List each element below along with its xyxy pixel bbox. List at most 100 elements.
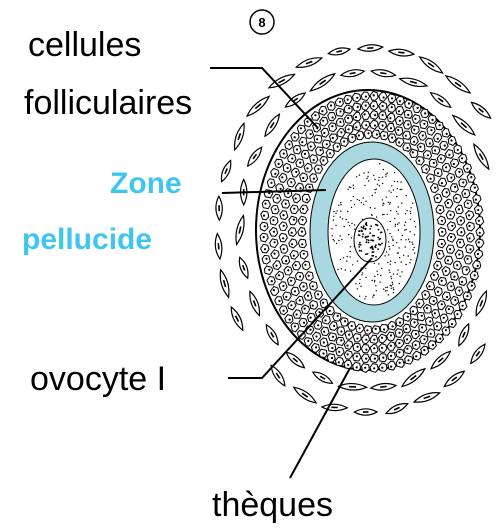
follicular-cell-nucleus — [271, 280, 273, 282]
follicular-cell-nucleus — [344, 320, 346, 322]
follicular-cell-nucleus — [444, 145, 446, 147]
follicular-cell-nucleus — [475, 199, 477, 201]
follicular-cell-nucleus — [283, 225, 285, 227]
follicular-cell-nucleus — [291, 232, 293, 234]
cytoplasm-granule — [374, 189, 375, 190]
follicular-cell-nucleus — [421, 315, 423, 317]
follicular-cell-nucleus — [331, 347, 333, 349]
nucleus-chromatin — [370, 247, 372, 249]
follicular-cell-nucleus — [424, 294, 426, 296]
follicular-cell-nucleus — [306, 121, 308, 123]
follicular-cell-nucleus — [290, 304, 292, 306]
cytoplasm-granule — [381, 268, 382, 269]
follicular-cell-nucleus — [332, 336, 334, 338]
cytoplasm-granule — [374, 263, 375, 264]
follicular-cell — [301, 305, 309, 314]
follicular-cell-nucleus — [294, 325, 296, 327]
follicular-cell-nucleus — [449, 248, 451, 250]
follicular-cell-nucleus — [466, 168, 468, 170]
cytoplasm-granule — [345, 219, 346, 220]
cytoplasm-granule — [383, 214, 384, 215]
figure-number: 8 — [258, 15, 265, 30]
follicular-cell-nucleus — [439, 209, 441, 211]
nucleus-chromatin — [381, 243, 383, 245]
cytoplasm-granule — [353, 188, 354, 189]
cytoplasm-granule — [351, 223, 352, 224]
follicular-cell-nucleus — [313, 178, 315, 180]
follicular-cell-nucleus — [330, 104, 332, 106]
cytoplasm-granule — [377, 184, 378, 185]
cytoplasm-granule — [345, 269, 346, 270]
follicular-cell-nucleus — [356, 355, 358, 357]
cytoplasm-granule — [388, 241, 389, 242]
cytoplasm-granule — [390, 264, 391, 265]
cytoplasm-granule — [400, 189, 401, 190]
follicular-cell-nucleus — [351, 325, 353, 327]
follicular-cell-nucleus — [307, 295, 309, 297]
follicular-cell-nucleus — [464, 193, 466, 195]
follicular-cell-nucleus — [288, 143, 290, 145]
follicular-cell-nucleus — [347, 99, 349, 101]
follicular-cell-nucleus — [478, 220, 480, 222]
cytoplasm-granule — [348, 189, 349, 190]
cytoplasm-granule — [395, 226, 396, 227]
follicular-cell-nucleus — [451, 323, 453, 325]
follicular-cell-nucleus — [399, 362, 401, 364]
cytoplasm-granule — [348, 222, 349, 223]
follicular-cell-nucleus — [428, 285, 430, 287]
nucleus-chromatin — [365, 223, 367, 225]
cytoplasm-granule — [406, 210, 407, 211]
cytoplasm-granule — [334, 240, 335, 241]
cytoplasm-granule — [409, 262, 410, 263]
follicular-cell — [410, 306, 418, 315]
nucleus-chromatin — [359, 230, 361, 232]
nucleus-chromatin — [361, 226, 363, 228]
follicular-cell-nucleus — [456, 313, 458, 315]
follicular-cell-nucleus — [398, 342, 400, 344]
cytoplasm-granule — [356, 176, 357, 177]
follicular-cell-nucleus — [398, 332, 400, 334]
follicular-cell-nucleus — [374, 124, 376, 126]
cytoplasm-granule — [363, 172, 364, 173]
cytoplasm-granule — [408, 239, 409, 240]
cytoplasm-granule — [349, 256, 350, 257]
follicular-cell-nucleus — [398, 351, 400, 353]
follicular-cell-nucleus — [303, 322, 305, 324]
follicular-cell-nucleus — [278, 274, 280, 276]
cytoplasm-granule — [376, 189, 377, 190]
nucleus-chromatin — [363, 225, 365, 227]
cytoplasm-granule — [404, 225, 405, 226]
cytoplasm-granule — [384, 255, 385, 256]
follicular-cell — [328, 113, 336, 121]
cytoplasm-granule — [352, 264, 353, 265]
follicular-cell — [282, 256, 290, 264]
follicular-cell-nucleus — [430, 129, 432, 131]
follicular-cell-nucleus — [381, 347, 383, 349]
follicular-cell-nucleus — [399, 322, 401, 324]
follicular-cell-nucleus — [477, 253, 479, 255]
follicular-cell-nucleus — [398, 141, 400, 143]
cytoplasm-granule — [389, 272, 390, 273]
follicular-cell-nucleus — [293, 208, 295, 210]
follicular-cell-nucleus — [458, 253, 460, 255]
cytoplasm-granule — [350, 187, 351, 188]
cytoplasm-granule — [393, 292, 394, 293]
follicular-cell-nucleus — [320, 149, 322, 151]
cytoplasm-granule — [372, 296, 373, 297]
cytoplasm-granule — [339, 235, 340, 236]
follicular-cell-nucleus — [381, 367, 383, 369]
cytoplasm-granule — [401, 261, 402, 262]
follicular-cell-nucleus — [383, 135, 385, 137]
cytoplasm-granule — [405, 239, 406, 240]
follicular-cell-nucleus — [302, 208, 304, 210]
follicular-cell-nucleus — [457, 149, 459, 151]
follicular-cell-nucleus — [406, 338, 408, 340]
follicular-cell-nucleus — [470, 176, 472, 178]
follicular-cell-nucleus — [294, 290, 296, 292]
follicular-cell-nucleus — [312, 285, 314, 287]
cytoplasm-granule — [347, 211, 348, 212]
follicular-cell-nucleus — [309, 329, 311, 331]
follicular-cell — [310, 155, 318, 163]
cytoplasm-granule — [386, 290, 387, 291]
cytoplasm-granule — [405, 222, 406, 223]
